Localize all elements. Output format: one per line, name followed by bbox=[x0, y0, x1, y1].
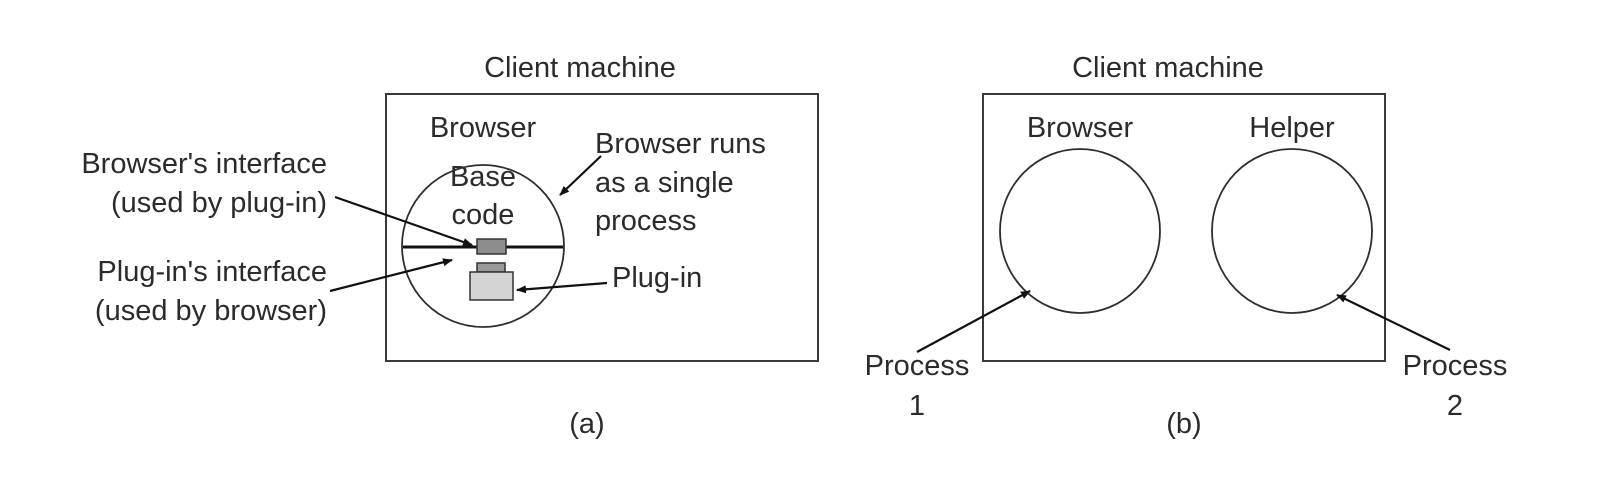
process-2-label-line2: 2 bbox=[1447, 390, 1463, 422]
plugin-block bbox=[469, 271, 514, 301]
caption-b: (b) bbox=[1166, 408, 1201, 440]
browser-label-a: Browser bbox=[430, 112, 537, 144]
process-1-label-line2: 1 bbox=[909, 390, 925, 422]
panel-b: Client machine Browser Helper Process 1 … bbox=[865, 52, 1508, 440]
client-machine-box-b bbox=[982, 93, 1386, 362]
arrow-plugin-interface bbox=[329, 258, 453, 293]
plugin-interface-label-line1: Plug-in's interface bbox=[97, 256, 327, 288]
runs-note-line3: process bbox=[595, 205, 697, 237]
arrow-process-2 bbox=[1336, 294, 1451, 351]
helper-label: Helper bbox=[1249, 112, 1335, 144]
arrow-browser-interface bbox=[334, 195, 473, 247]
arrow-plugin bbox=[516, 281, 608, 294]
base-code-line1: Base bbox=[450, 161, 516, 193]
browser-process-circle-b bbox=[999, 148, 1161, 314]
browser-interface-label-line2: (used by plug-in) bbox=[111, 187, 327, 219]
base-code-line2: code bbox=[452, 199, 515, 231]
client-machine-box-a bbox=[385, 93, 819, 362]
plugin-interface-tab bbox=[476, 262, 506, 273]
browser-interface-block bbox=[476, 238, 507, 255]
plugin-interface-label-line2: (used by browser) bbox=[95, 295, 327, 327]
arrow-single-process bbox=[559, 155, 602, 196]
client-machine-label-a: Client machine bbox=[484, 52, 676, 84]
runs-note-line2: as a single bbox=[595, 167, 734, 199]
process-1-label-line1: Process bbox=[865, 350, 970, 382]
browser-process-circle bbox=[401, 164, 565, 328]
panel-a: Client machine Browser Base code Browser… bbox=[81, 52, 819, 440]
arrow-process-1 bbox=[916, 290, 1031, 353]
plugin-label: Plug-in bbox=[612, 262, 702, 294]
process-2-label-line1: Process bbox=[1403, 350, 1508, 382]
browser-interface-label-line1: Browser's interface bbox=[81, 148, 327, 180]
helper-process-circle bbox=[1211, 148, 1373, 314]
browser-label-b: Browser bbox=[1027, 112, 1134, 144]
caption-a: (a) bbox=[569, 408, 604, 440]
client-machine-label-b: Client machine bbox=[1072, 52, 1264, 84]
runs-note-line1: Browser runs bbox=[595, 128, 766, 160]
